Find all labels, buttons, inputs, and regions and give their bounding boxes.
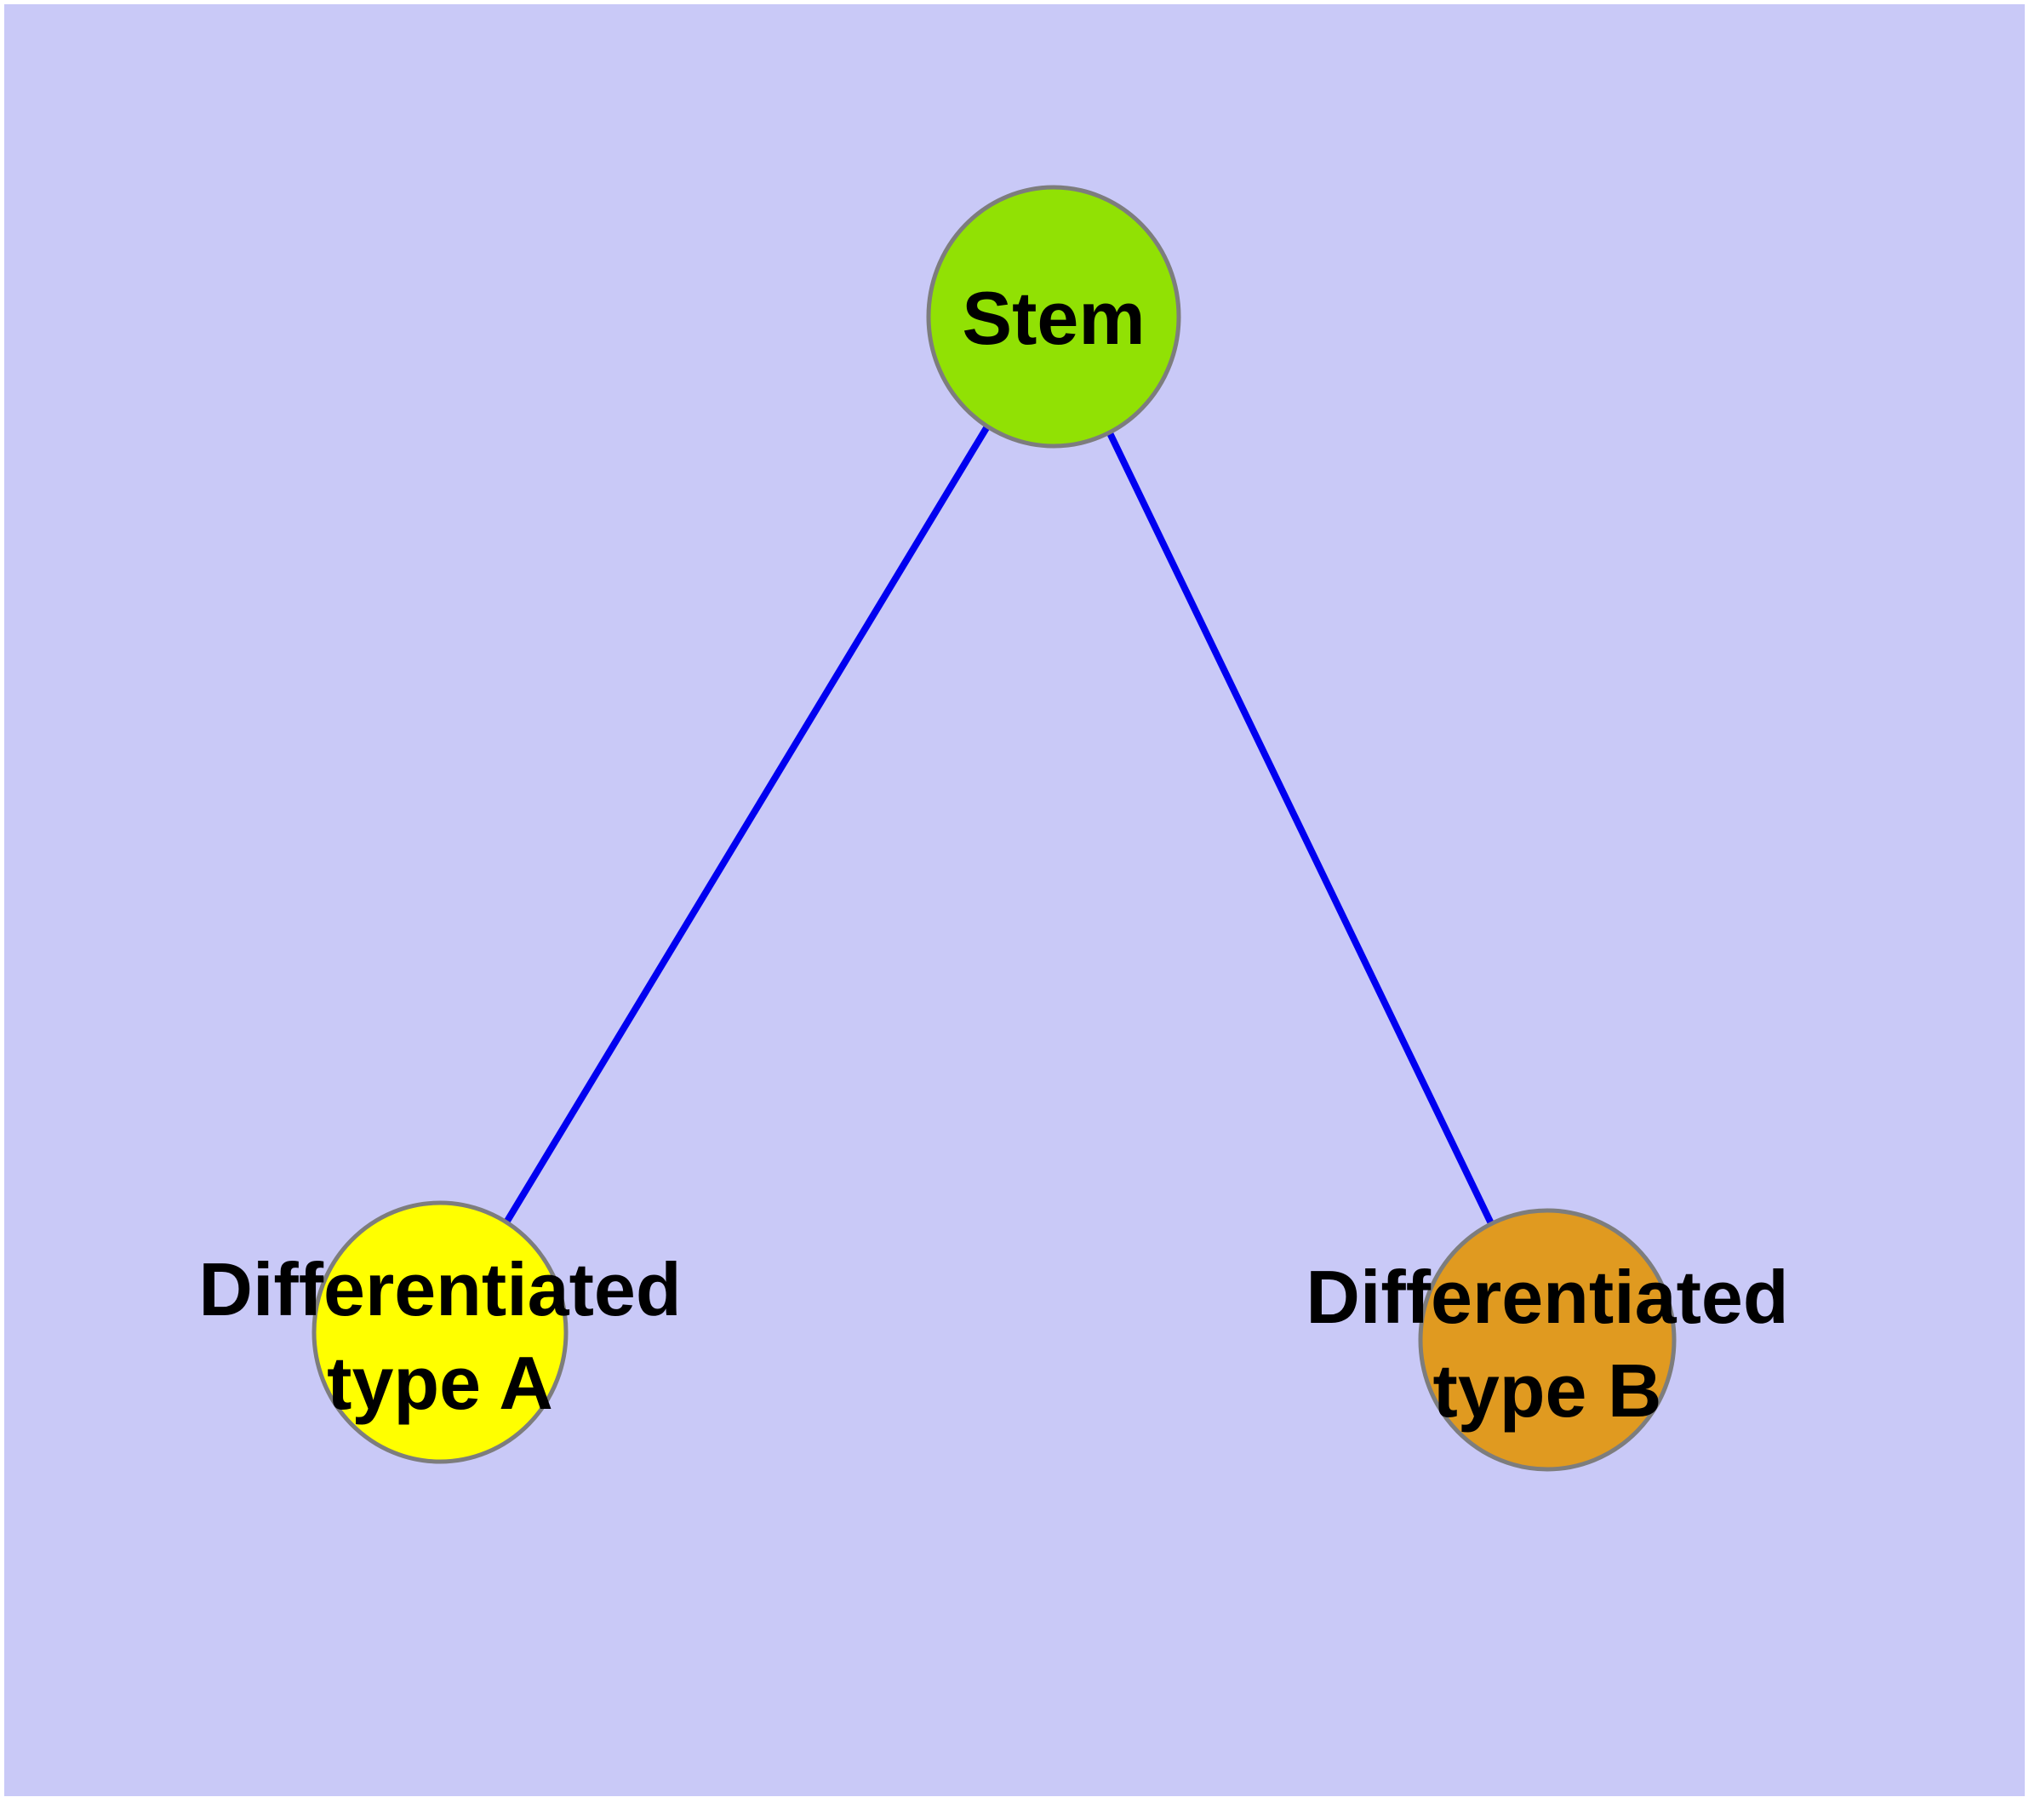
node-stem-label: Stem xyxy=(962,276,1145,360)
node-stem xyxy=(926,185,1181,449)
node-differentiated-type-b-label-line1: Differentiated xyxy=(1306,1255,1788,1339)
node-differentiated-type-a-label-line1: Differentiated xyxy=(198,1247,681,1331)
node-differentiated-type-b-label-line2: type B xyxy=(1433,1348,1662,1433)
node-differentiated-type-a-label-line2: type A xyxy=(327,1341,553,1425)
node-differentiated-type-a xyxy=(311,1200,569,1464)
edge-stem-to-type-b xyxy=(1050,315,1551,1342)
node-differentiated-type-b xyxy=(1418,1208,1677,1472)
edge-stem-to-type-a xyxy=(437,314,1057,1335)
